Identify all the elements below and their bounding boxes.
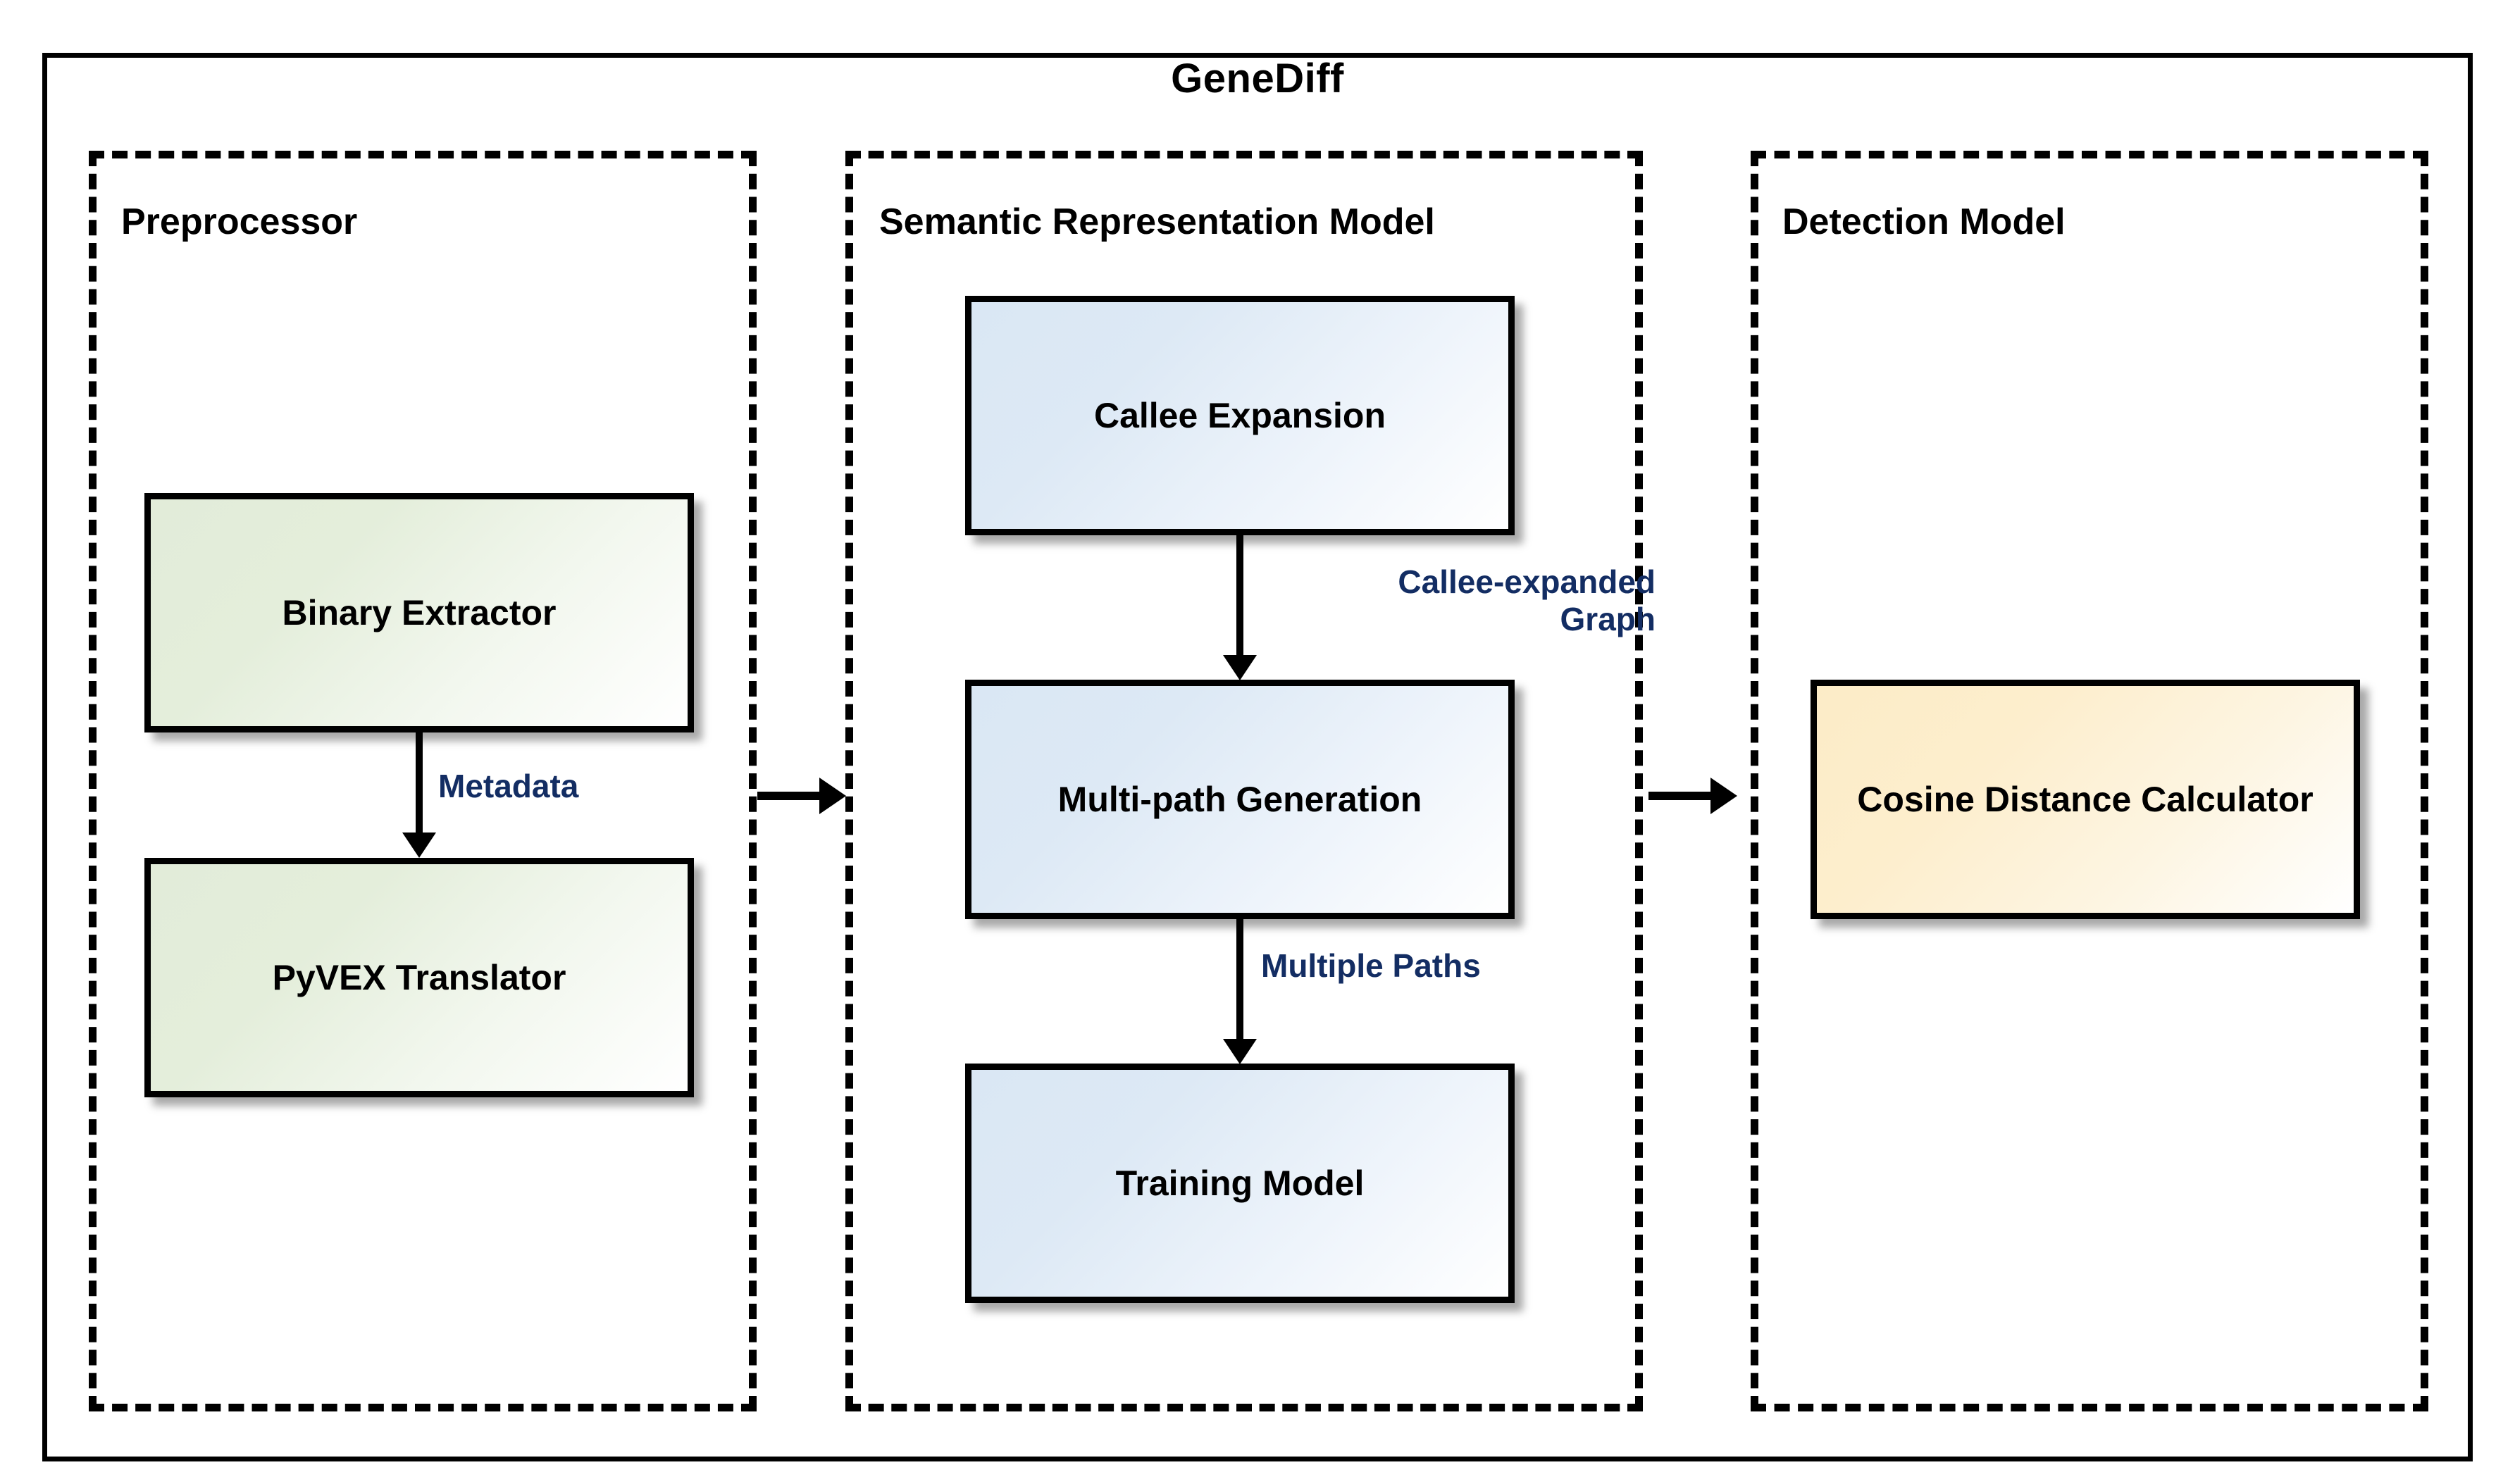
arrowhead-down-icon: [1223, 1039, 1257, 1064]
arrow-shaft: [757, 792, 819, 800]
group-label-preprocessor: Preprocessor: [121, 201, 358, 242]
group-semantic-representation-model: [845, 151, 1643, 1411]
arrow-shaft: [1236, 535, 1243, 655]
node-binary-extractor[interactable]: Binary Extractor: [144, 493, 694, 732]
edge-label-metadata: Metadata: [438, 768, 579, 804]
group-label-detection-model: Detection Model: [1782, 201, 2066, 242]
node-multi-path-generation[interactable]: Multi-path Generation: [965, 680, 1515, 919]
edge-label-callee-expanded-graph: Callee-expanded Graph: [1398, 563, 1656, 638]
edge-label-multiple-paths: Multiple Paths: [1261, 947, 1481, 984]
diagram-title: GeneDiff: [1171, 56, 1344, 101]
node-pyvex-translator[interactable]: PyVEX Translator: [144, 858, 694, 1097]
node-cosine-distance-calculator[interactable]: Cosine Distance Calculator: [1811, 680, 2360, 919]
arrowhead-down-icon: [402, 833, 436, 858]
arrowhead-down-icon: [1223, 655, 1257, 680]
group-label-semantic-representation-model: Semantic Representation Model: [879, 201, 1435, 242]
arrowhead-right-icon: [1710, 778, 1737, 814]
arrow-shaft: [1648, 792, 1710, 800]
node-training-model[interactable]: Training Model: [965, 1064, 1515, 1303]
group-preprocessor: [89, 151, 757, 1411]
group-detection-model: [1751, 151, 2428, 1411]
arrow-shaft: [416, 732, 423, 833]
node-callee-expansion[interactable]: Callee Expansion: [965, 296, 1515, 535]
arrow-shaft: [1236, 919, 1243, 1039]
arrowhead-right-icon: [819, 778, 846, 814]
